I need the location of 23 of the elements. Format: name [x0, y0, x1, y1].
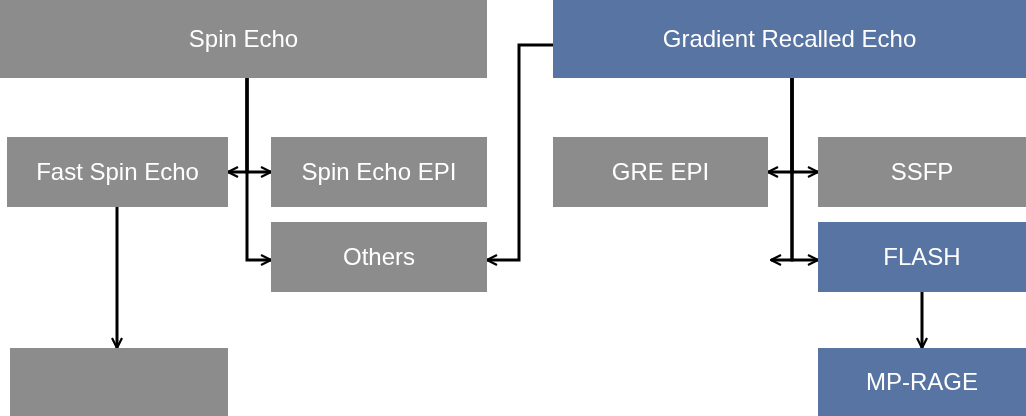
box-label: FLASH: [883, 243, 961, 271]
box-label: Fast Spin Echo: [36, 158, 199, 186]
process-box: [7, 137, 228, 207]
box-label: Others: [343, 243, 415, 271]
empty-box: [10, 348, 228, 416]
box-label: Gradient Recalled Echo: [662, 25, 917, 53]
box-label: MP-RAGE: [866, 368, 978, 396]
process-box: [553, 137, 768, 207]
arrow: [245, 78, 273, 267]
box-label: Spin Echo: [188, 25, 299, 53]
process-box: [271, 222, 487, 292]
process-box: [818, 348, 1026, 416]
arrow: [110, 207, 124, 350]
process-box: [818, 222, 1026, 292]
arrow: [769, 78, 794, 267]
box-label: Spin Echo EPI: [301, 158, 457, 186]
box-label: GRE EPI: [611, 158, 710, 186]
process-box: [818, 137, 1026, 207]
process-box: [553, 0, 1026, 78]
arrow: [915, 292, 929, 350]
process-box: [271, 137, 487, 207]
box-label: SSFP: [890, 158, 954, 186]
process-box: [0, 0, 487, 78]
